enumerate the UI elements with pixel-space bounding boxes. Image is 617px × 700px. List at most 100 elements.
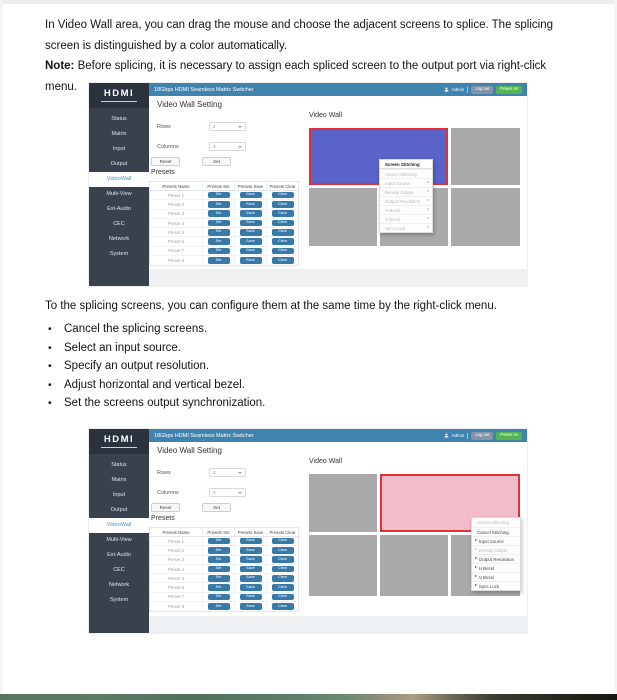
context-menu-item[interactable]: Cancel Stitching xyxy=(472,527,520,536)
preset-set-button[interactable]: Set xyxy=(207,593,230,601)
sidebar-item[interactable]: Network xyxy=(108,582,130,588)
sidebar-item[interactable]: Multi-View xyxy=(106,537,132,543)
context-menu-item[interactable]: Cancel Stitching xyxy=(380,169,432,178)
preset-save-button[interactable]: Save xyxy=(239,556,262,563)
preset-set-button[interactable]: Set xyxy=(207,210,230,217)
preset-save-button[interactable]: Save xyxy=(239,191,262,199)
preset-clear-button[interactable]: Clear xyxy=(271,219,294,227)
sidebar-item[interactable]: Matrix xyxy=(111,131,127,137)
preset-clear-button[interactable]: Clear xyxy=(271,584,294,591)
preset-clear-button[interactable]: Clear xyxy=(271,565,294,573)
preset-clear-button[interactable]: Clear xyxy=(271,191,294,199)
context-menu-item[interactable]: ▸ V Bezel xyxy=(472,572,520,581)
sidebar-item[interactable]: Input xyxy=(112,146,126,152)
preset-save-button[interactable]: Save xyxy=(239,201,262,208)
sidebar-item[interactable]: Network xyxy=(108,236,130,242)
context-menu-item[interactable]: Input Source ▸ xyxy=(380,178,432,187)
logout-button[interactable]: Log out xyxy=(471,85,494,94)
power-button[interactable]: Power on xyxy=(496,85,522,94)
preset-set-button[interactable]: Set xyxy=(207,229,230,236)
preset-save-button[interactable]: Save xyxy=(239,210,262,217)
preset-set-button[interactable]: Set xyxy=(207,603,230,610)
preset-clear-button[interactable]: Clear xyxy=(271,247,294,255)
context-menu-item[interactable]: Remap Output ▸ xyxy=(380,187,432,196)
context-menu-item[interactable]: ▸ Remap Output xyxy=(472,545,520,554)
preset-clear-button[interactable]: Clear xyxy=(271,603,294,610)
preset-save-button[interactable]: Save xyxy=(239,257,262,264)
sidebar-item[interactable]: VideoWall xyxy=(89,172,149,187)
preset-clear-button[interactable]: Clear xyxy=(271,229,294,236)
preset-set-button[interactable]: Set xyxy=(207,556,230,563)
context-menu-item[interactable]: H Bezel ▸ xyxy=(380,205,432,214)
preset-set-button[interactable]: Set xyxy=(207,201,230,208)
sidebar-item[interactable]: Input xyxy=(112,492,126,498)
preset-save-button[interactable]: Save xyxy=(239,575,262,582)
preset-save-button[interactable]: Save xyxy=(239,565,262,573)
preset-set-button[interactable]: Set xyxy=(207,584,230,591)
set-button[interactable]: Set xyxy=(202,157,231,166)
preset-clear-button[interactable]: Clear xyxy=(271,238,294,245)
sidebar-item[interactable]: Matrix xyxy=(111,477,127,483)
reset-button[interactable]: Reset xyxy=(151,503,180,512)
sidebar-item[interactable]: Ext-Audio xyxy=(107,552,131,558)
preset-set-button[interactable]: Set xyxy=(207,257,230,264)
preset-save-button[interactable]: Save xyxy=(239,603,262,610)
logout-button[interactable]: Log out xyxy=(471,431,494,440)
preset-set-button[interactable]: Set xyxy=(207,247,230,255)
sidebar-item[interactable]: CEC xyxy=(113,221,125,227)
set-button[interactable]: Set xyxy=(202,503,231,512)
sidebar-item[interactable]: CEC xyxy=(113,567,125,573)
context-menu-item[interactable]: ▸ H Bezel xyxy=(472,563,520,572)
preset-set-button[interactable]: Set xyxy=(207,238,230,245)
preset-set-button[interactable]: Set xyxy=(207,565,230,573)
preset-set-button[interactable]: Set xyxy=(207,537,230,545)
context-menu-item[interactable]: ▸ Output Resolution xyxy=(472,554,520,563)
screen-cell[interactable] xyxy=(451,188,520,246)
context-menu-item[interactable]: ▸ Input Source xyxy=(472,536,520,545)
preset-clear-button[interactable]: Clear xyxy=(271,547,294,554)
preset-set-button[interactable]: Set xyxy=(207,191,230,199)
sidebar-item[interactable]: Ext-Audio xyxy=(107,206,131,212)
screen-cell[interactable] xyxy=(380,535,448,596)
columns-select[interactable]: 3 xyxy=(209,488,246,497)
context-menu-item[interactable]: V Bezel ▸ xyxy=(380,214,432,223)
context-menu-item[interactable]: Sync Lock ▸ xyxy=(380,223,432,232)
screen-cell[interactable] xyxy=(451,128,520,185)
sidebar-item[interactable]: Output xyxy=(110,161,128,167)
preset-save-button[interactable]: Save xyxy=(239,593,262,601)
sidebar-item[interactable]: Multi-View xyxy=(106,191,132,197)
context-menu-item[interactable]: ▸ Sync Lock xyxy=(472,581,520,590)
power-button[interactable]: Power on xyxy=(496,431,522,440)
preset-save-button[interactable]: Save xyxy=(239,537,262,545)
preset-clear-button[interactable]: Clear xyxy=(271,537,294,545)
rows-select[interactable]: 2 xyxy=(209,468,246,477)
context-menu-item[interactable]: Screen Stitching xyxy=(380,160,432,169)
sidebar-item[interactable]: Status xyxy=(111,462,127,468)
preset-set-button[interactable]: Set xyxy=(207,219,230,227)
context-menu-item[interactable]: Output Resolution ▸ xyxy=(380,196,432,205)
preset-clear-button[interactable]: Clear xyxy=(271,593,294,601)
preset-save-button[interactable]: Save xyxy=(239,229,262,236)
sidebar-item[interactable]: Output xyxy=(110,507,128,513)
preset-clear-button[interactable]: Clear xyxy=(271,201,294,208)
sidebar-item[interactable]: System xyxy=(109,251,129,257)
screen-cell[interactable] xyxy=(309,188,377,246)
context-menu-item[interactable]: Screen Stitching xyxy=(477,520,509,525)
reset-button[interactable]: Reset xyxy=(151,157,180,166)
sidebar-item[interactable]: VideoWall xyxy=(89,518,149,533)
preset-clear-button[interactable]: Clear xyxy=(271,257,294,264)
preset-clear-button[interactable]: Clear xyxy=(271,210,294,217)
columns-select[interactable]: 3 xyxy=(209,142,246,151)
sidebar-item[interactable]: Status xyxy=(111,116,127,122)
preset-save-button[interactable]: Save xyxy=(239,547,262,554)
rows-select[interactable]: 2 xyxy=(209,122,246,131)
screen-cell[interactable] xyxy=(309,474,377,532)
screen-cell[interactable] xyxy=(309,535,377,596)
preset-save-button[interactable]: Save xyxy=(239,584,262,591)
preset-clear-button[interactable]: Clear xyxy=(271,556,294,563)
preset-save-button[interactable]: Save xyxy=(239,219,262,227)
preset-set-button[interactable]: Set xyxy=(207,547,230,554)
preset-save-button[interactable]: Save xyxy=(239,247,262,255)
preset-clear-button[interactable]: Clear xyxy=(271,575,294,582)
sidebar-item[interactable]: System xyxy=(109,597,129,603)
